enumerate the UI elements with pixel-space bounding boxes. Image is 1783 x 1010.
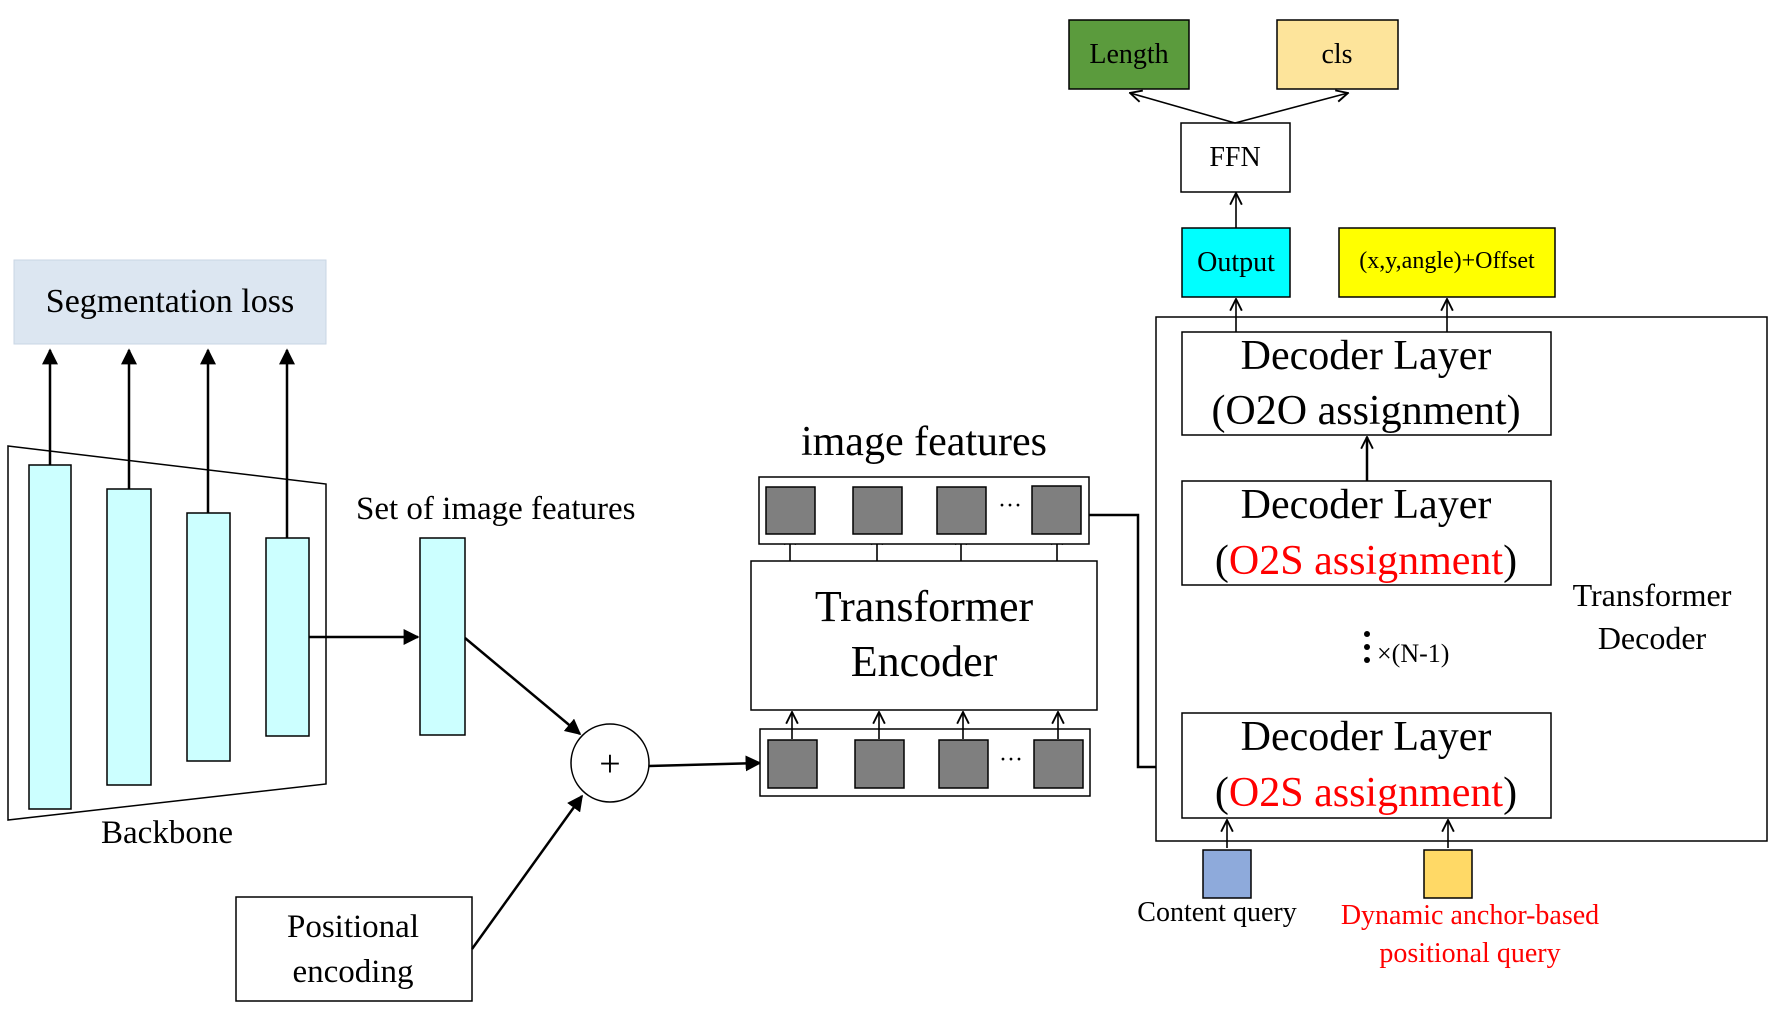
- backbone-feature-bar-3: [186, 512, 231, 762]
- offset-label: (x,y,angle)+Offset: [1359, 248, 1535, 274]
- repeat-dot: [1364, 631, 1370, 637]
- anchor-query-square: [1423, 849, 1473, 899]
- encoder-input-token: [1033, 739, 1084, 789]
- encoder-input-token: [767, 739, 818, 789]
- decoder-layer-o2s-upper-title: Decoder Layer: [1241, 482, 1492, 528]
- length-box: [1068, 19, 1190, 90]
- positional-encoding-box: [235, 896, 473, 1002]
- output-box: [1181, 227, 1291, 298]
- ffn-box: [1180, 122, 1291, 193]
- positional-encoding-label-line1: Positional: [287, 909, 419, 945]
- set-of-image-features-label: Set of image features: [356, 491, 635, 527]
- repeat-count-label: ×(N-1): [1377, 639, 1449, 668]
- transformer-decoder-label-line1: Transformer: [1573, 577, 1732, 613]
- offset-box: [1338, 227, 1556, 298]
- length-label: Length: [1089, 39, 1168, 70]
- transformer-encoder-label-line1: Transformer: [815, 582, 1034, 631]
- backbone-feature-bar-1: [28, 464, 72, 810]
- decoder-layer-o2s-lower: [1181, 712, 1552, 819]
- backbone-trapezoid: [7, 445, 327, 821]
- o2s-highlight: O2S assignment: [1229, 538, 1504, 584]
- backbone-feature-bar-2: [106, 488, 152, 786]
- positional-to-sum-arrow: [470, 794, 584, 950]
- image-feature-token: [765, 486, 816, 535]
- segmentation-loss-label: Segmentation loss: [46, 283, 294, 320]
- sum-to-encoder-input-arrow: [648, 755, 762, 772]
- backbone-feature-bar-4: [265, 537, 310, 737]
- cls-box: [1276, 19, 1399, 90]
- dynamic-query-label-line1: Dynamic anchor-based: [1341, 900, 1599, 931]
- segmentation-loss-box: [13, 259, 327, 345]
- output-label: Output: [1197, 247, 1275, 278]
- features-to-sum-arrow: [464, 637, 582, 736]
- image-feature-token: [852, 486, 903, 535]
- image-features-label: image features: [801, 419, 1047, 465]
- decoder-layer-o2o-assignment: (O2O assignment): [1211, 388, 1520, 434]
- repeat-dot: [1364, 657, 1370, 663]
- positional-encoding-label-line2: encoding: [293, 954, 414, 990]
- cls-label: cls: [1321, 39, 1352, 70]
- decoder-layer-o2s-upper: [1181, 480, 1552, 586]
- sum-plus-sign: +: [599, 743, 620, 785]
- encoder-input-token: [938, 739, 989, 789]
- decoder-layer-o2s-lower-title: Decoder Layer: [1241, 714, 1492, 760]
- decoder-layer-o2o-title: Decoder Layer: [1241, 333, 1492, 379]
- sum-node: [570, 723, 650, 803]
- ffn-label: FFN: [1209, 142, 1260, 173]
- set-of-image-features-bar: [419, 537, 466, 736]
- image-features-ellipsis: ···: [998, 493, 1022, 519]
- ffn-to-cls-arrow: [1234, 93, 1348, 124]
- transformer-encoder-label-line2: Encoder: [851, 637, 998, 686]
- repeat-dot: [1364, 644, 1370, 650]
- o2s-highlight: O2S assignment: [1229, 770, 1504, 816]
- transformer-encoder-box: [750, 560, 1098, 711]
- dynamic-query-label-line2: positional query: [1379, 938, 1560, 969]
- encoder-input-ellipsis: ···: [999, 747, 1023, 773]
- image-feature-token: [1031, 485, 1082, 535]
- decoder-layer-o2s-upper-assignment: (O2S assignment): [1215, 538, 1517, 584]
- content-query-label: Content query: [1137, 897, 1296, 928]
- encoder-input-token: [854, 739, 905, 789]
- decoder-layer-o2o: [1181, 331, 1552, 436]
- transformer-decoder-label-line2: Decoder: [1598, 620, 1707, 656]
- image-feature-token: [936, 486, 987, 535]
- decoder-layer-o2s-lower-assignment: (O2S assignment): [1215, 770, 1517, 816]
- content-query-square: [1202, 849, 1252, 899]
- ffn-to-length-arrow: [1130, 93, 1236, 124]
- backbone-label: Backbone: [101, 815, 233, 851]
